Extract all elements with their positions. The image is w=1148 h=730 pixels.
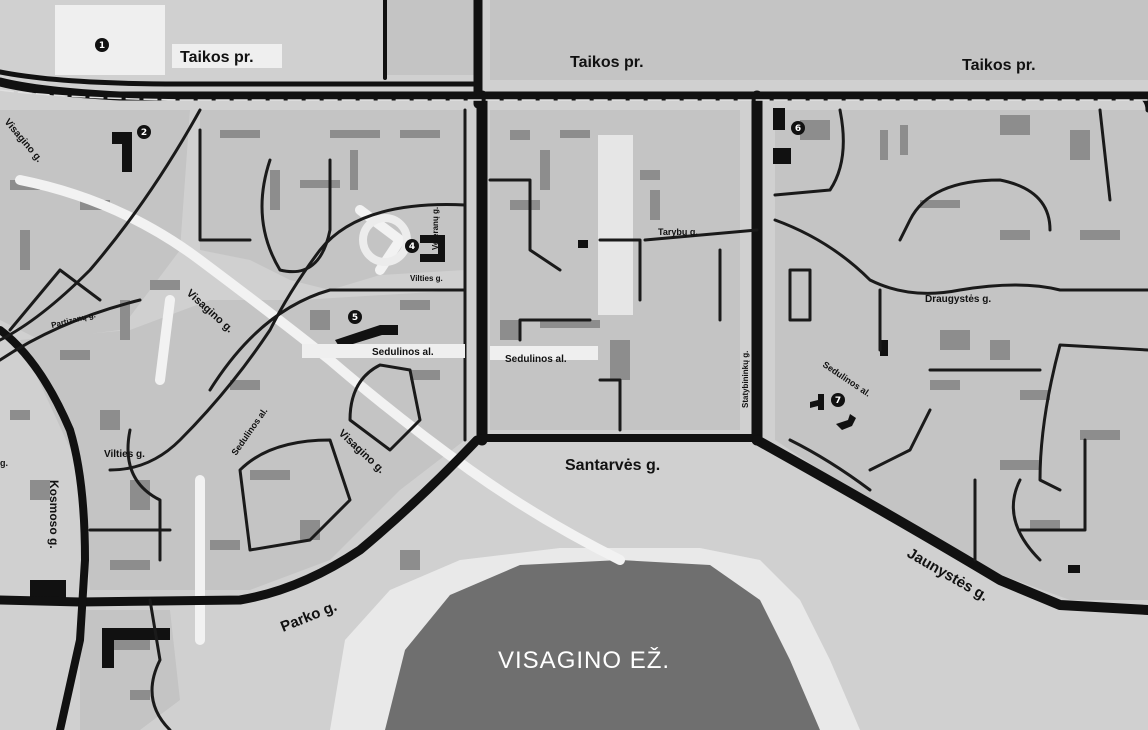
street-sedulinos-2: Sedulinos al. xyxy=(505,354,567,365)
road-centerline xyxy=(0,89,1148,101)
roundabout xyxy=(359,214,411,266)
street-taikos-1: Taikos pr. xyxy=(180,49,254,66)
central-square xyxy=(598,135,633,315)
marker-7-label: 7 xyxy=(835,396,841,406)
street-edge-g: g. xyxy=(0,458,8,468)
marker-1 xyxy=(95,38,109,52)
marker-6 xyxy=(791,121,805,135)
marker-4 xyxy=(405,239,419,253)
marker-4-label: 4 xyxy=(409,242,415,252)
street-kosmoso: Kosmoso g. xyxy=(47,480,61,549)
street-santarves: Santarvės g. xyxy=(565,457,660,474)
street-veteranu: Veteranų g. xyxy=(431,207,440,250)
marker-7 xyxy=(831,393,845,407)
sedulinos-band-w xyxy=(302,344,465,358)
numbered-markers: 1 2 4 5 6 7 xyxy=(95,38,845,407)
street-taikos-3: Taikos pr. xyxy=(962,57,1036,74)
marker-5-label: 5 xyxy=(352,313,358,323)
sedulinos-band-e xyxy=(490,346,598,360)
street-taikos-2: Taikos pr. xyxy=(570,54,644,71)
secondary-streets xyxy=(0,108,1148,730)
lake-label: VISAGINO EŽ. xyxy=(498,647,670,674)
street-vilties-w: Vilties g. xyxy=(104,449,145,460)
buildings xyxy=(10,115,1120,700)
street-draugystes: Draugystės g. xyxy=(925,294,991,305)
landmark-buildings xyxy=(30,40,1080,668)
marker-1-label: 1 xyxy=(99,41,105,51)
taikos-label-bg xyxy=(172,44,282,68)
street-tarybu: Tarybų g. xyxy=(658,227,698,237)
marker-2-label: 2 xyxy=(141,128,147,138)
lake xyxy=(385,560,820,730)
street-sedulinos-1: Sedulinos al. xyxy=(372,347,434,358)
street-statybininku: Statybininkų g. xyxy=(741,351,750,408)
marker-5 xyxy=(348,310,362,324)
plaza-north xyxy=(55,5,165,75)
marker-6-label: 6 xyxy=(795,124,801,134)
marker-2 xyxy=(137,125,151,139)
street-vilties-e: Vilties g. xyxy=(410,274,443,283)
